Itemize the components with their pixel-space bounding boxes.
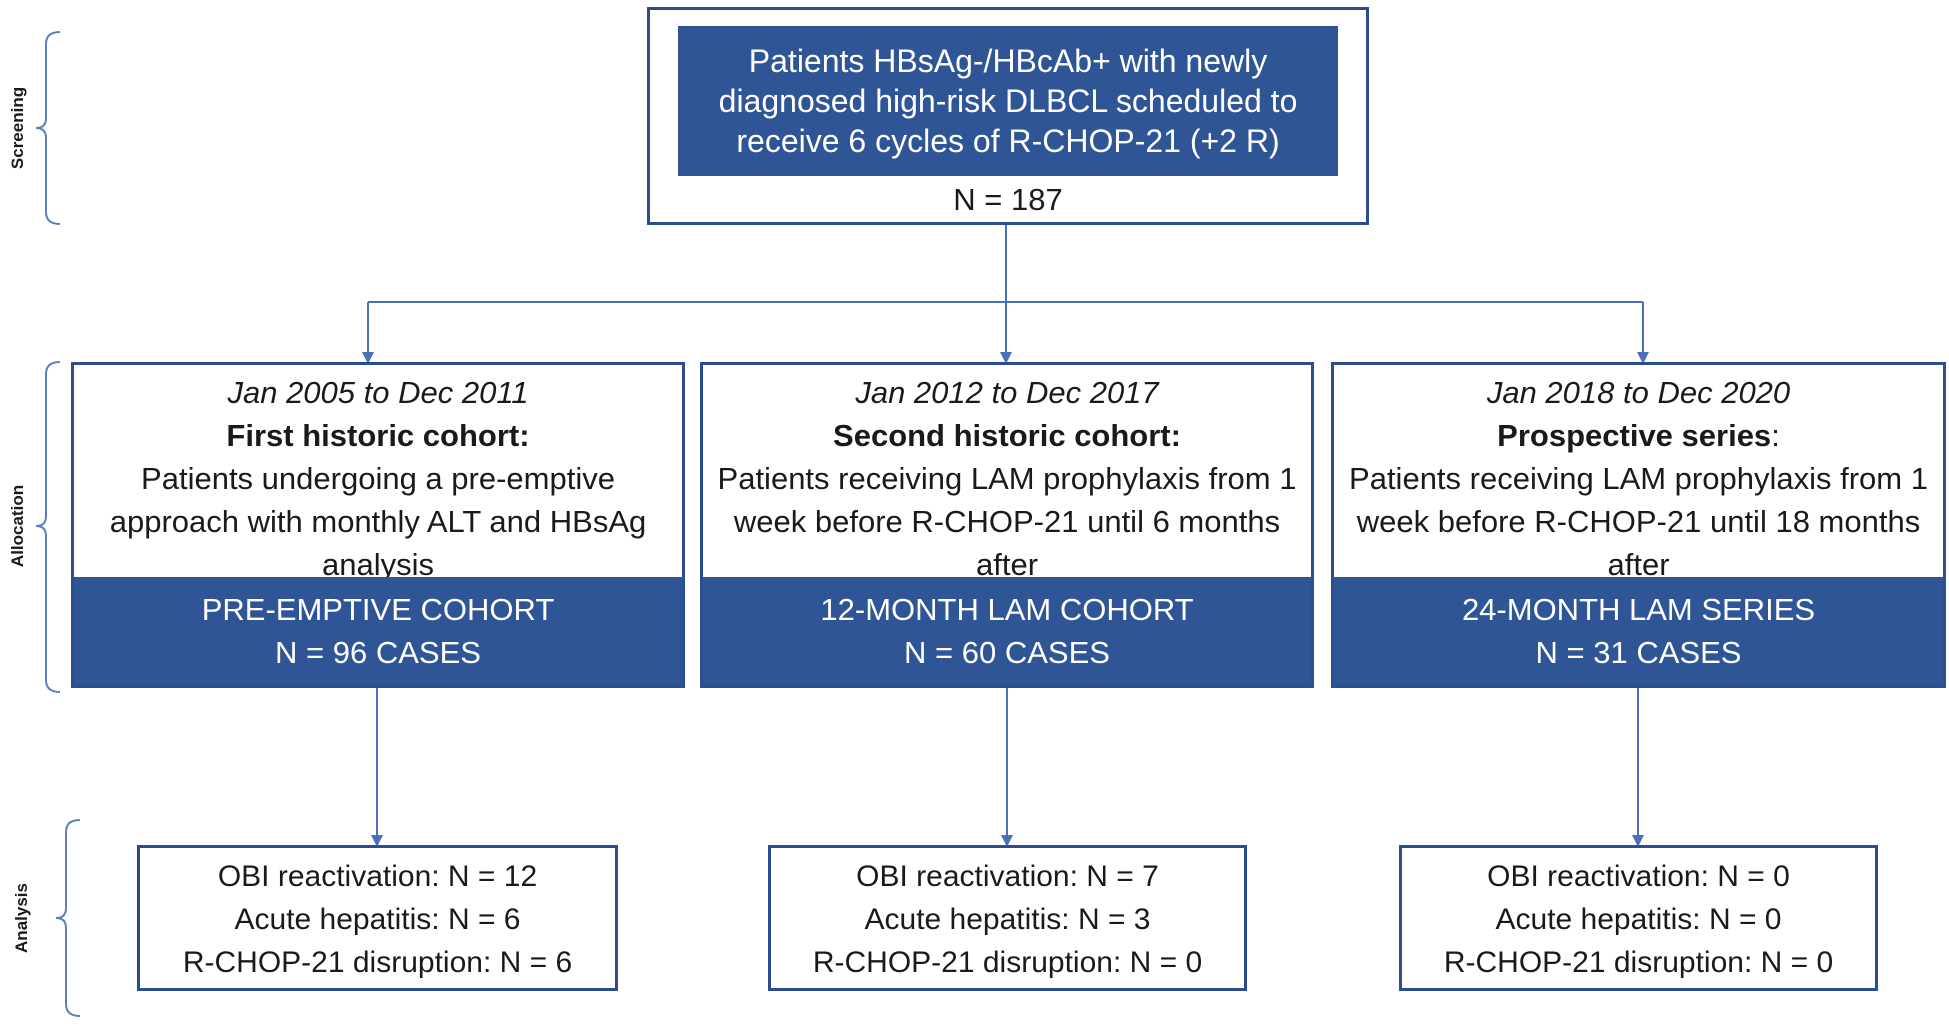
cohort-3-description: Patients receiving LAM prophylaxis from … — [1349, 461, 1928, 582]
cohort-2-count: N = 60 CASES — [904, 635, 1110, 670]
stage-label-allocation: Allocation — [8, 484, 27, 568]
result-box-1: OBI reactivation: N = 12 Acute hepatitis… — [137, 845, 618, 991]
result-2-rchop-disruption: R-CHOP-21 disruption: N = 0 — [812, 946, 1203, 979]
result-2-acute-hepatitis: Acute hepatitis: N = 3 — [864, 903, 1151, 936]
cohort-box-3: Jan 2018 to Dec 2020 Prospective series:… — [1331, 362, 1946, 688]
cohort-3-count: N = 31 CASES — [1535, 635, 1742, 670]
screening-description: Patients HBsAg-/HBcAb+ with newly diagno… — [718, 43, 1298, 159]
analysis-bracket — [55, 819, 81, 1017]
cohort-2-label: 12-MONTH LAM COHORT — [820, 592, 1194, 627]
screening-description-panel: Patients HBsAg-/HBcAb+ with newly diagno… — [678, 26, 1338, 176]
stage-label-screening: Screening — [8, 86, 27, 170]
result-3-rchop-disruption: R-CHOP-21 disruption: N = 0 — [1443, 946, 1834, 979]
cohort-2-description: Patients receiving LAM prophylaxis from … — [717, 461, 1297, 582]
result-3-acute-hepatitis: Acute hepatitis: N = 0 — [1495, 903, 1782, 936]
result-2-obi-reactivation: OBI reactivation: N = 7 — [856, 860, 1159, 893]
cohort-1-label: PRE-EMPTIVE COHORT — [201, 592, 555, 627]
cohort-2-name: Second historic cohort: — [833, 418, 1181, 453]
cohort-1-count: N = 96 CASES — [275, 635, 481, 670]
result-1-acute-hepatitis: Acute hepatitis: N = 6 — [234, 903, 521, 936]
screening-count: N = 187 — [953, 182, 1063, 217]
cohort-3-period: Jan 2018 to Dec 2020 — [1486, 375, 1791, 410]
result-3-obi-reactivation: OBI reactivation: N = 0 — [1487, 860, 1790, 893]
cohort-1-band: PRE-EMPTIVE COHORT N = 96 CASES — [74, 577, 682, 685]
cohort-1-period: Jan 2005 to Dec 2011 — [227, 375, 529, 410]
allocation-bracket — [35, 361, 61, 693]
cohort-2-period: Jan 2012 to Dec 2017 — [855, 375, 1159, 410]
screening-bracket — [35, 31, 61, 225]
screening-box: Patients HBsAg-/HBcAb+ with newly diagno… — [647, 7, 1369, 225]
cohort-3-label: 24-MONTH LAM SERIES — [1461, 592, 1816, 627]
result-1-rchop-disruption: R-CHOP-21 disruption: N = 6 — [182, 946, 573, 979]
cohort-box-2: Jan 2012 to Dec 2017 Second historic coh… — [700, 362, 1314, 688]
stage-label-analysis: Analysis — [12, 883, 31, 953]
result-box-2: OBI reactivation: N = 7 Acute hepatitis:… — [768, 845, 1247, 991]
cohort-3-band: 24-MONTH LAM SERIES N = 31 CASES — [1334, 577, 1943, 685]
cohort-3-name-suffix: : — [1771, 418, 1780, 453]
result-1-obi-reactivation: OBI reactivation: N = 12 — [217, 860, 538, 893]
cohort-2-band: 12-MONTH LAM COHORT N = 60 CASES — [703, 577, 1311, 685]
cohort-1-description: Patients undergoing a pre-emptive approa… — [109, 461, 647, 582]
cohort-box-1: Jan 2005 to Dec 2011 First historic coho… — [71, 362, 685, 688]
result-box-3: OBI reactivation: N = 0 Acute hepatitis:… — [1399, 845, 1878, 991]
cohort-1-name: First historic cohort: — [226, 418, 530, 453]
cohort-3-name: Prospective series — [1497, 418, 1772, 453]
